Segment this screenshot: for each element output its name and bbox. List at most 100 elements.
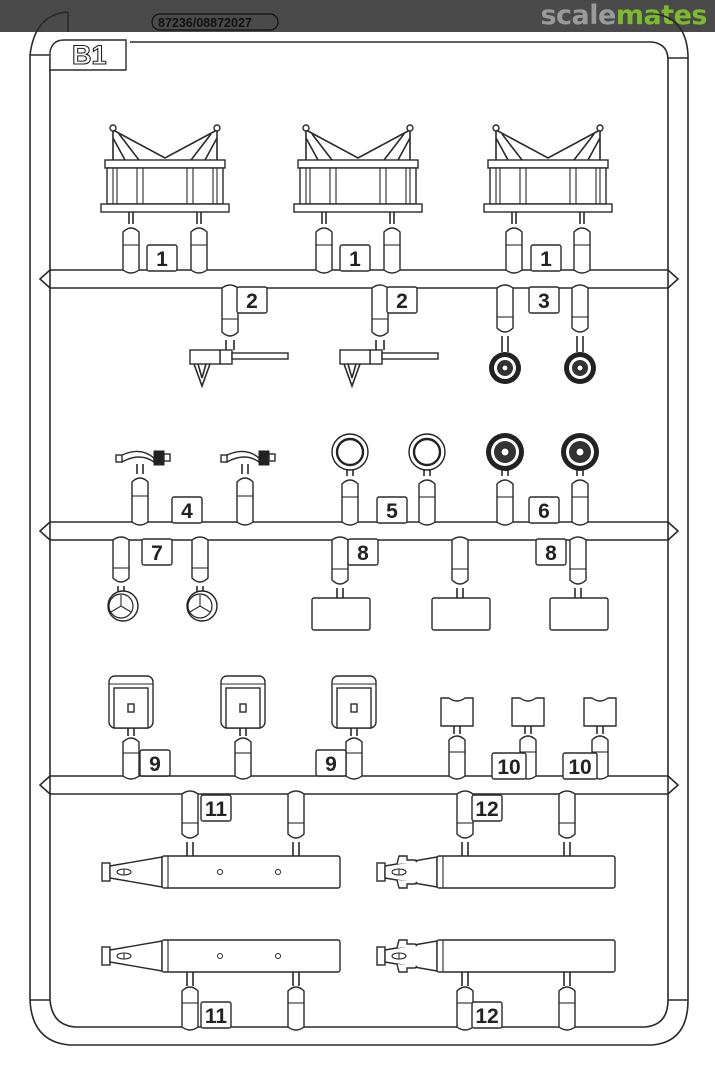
part-9-seat — [220, 675, 266, 780]
part-number-box — [139, 749, 171, 777]
gate-stub — [190, 227, 208, 274]
part-code-pill — [151, 13, 279, 31]
gate-stub — [418, 479, 436, 526]
part-number-box — [471, 1001, 503, 1029]
gate-connector — [186, 972, 194, 986]
part-5-ring — [408, 433, 446, 526]
part-6-wheel — [561, 433, 599, 526]
gate-stub — [315, 227, 333, 274]
gate-connector — [292, 842, 300, 856]
gate-stub — [558, 790, 576, 839]
gate-stub — [131, 477, 149, 526]
gate-connector — [292, 972, 300, 986]
part-number-label: 10 — [491, 752, 527, 780]
part-number: 11 — [205, 1005, 228, 1028]
part-number-box — [530, 244, 562, 272]
part-number-label: 1 — [530, 244, 562, 272]
part-code: 87236/08872027 — [158, 16, 252, 30]
part-number: 11 — [205, 798, 228, 821]
part-number-label: 8 — [535, 538, 567, 566]
gate-stub — [236, 477, 254, 526]
part-number-label: 11 — [200, 1001, 232, 1029]
part-number-box — [200, 1001, 232, 1029]
gate-connector — [563, 842, 571, 856]
part-number-box — [200, 794, 232, 822]
part-number-box — [386, 286, 418, 314]
part-number: 8 — [545, 542, 557, 565]
part-11-fuel-tank — [101, 855, 341, 889]
gate-connector — [186, 842, 194, 856]
part-12-bomb — [376, 939, 616, 973]
part-number-box — [491, 752, 527, 780]
gate-stub — [569, 536, 587, 585]
gate-stub — [571, 284, 589, 333]
gate-stub — [571, 479, 589, 526]
part-12-bomb — [376, 855, 616, 889]
gate-stub — [181, 986, 199, 1031]
brand-logo-part1: scale — [540, 0, 616, 31]
part-number: 2 — [246, 290, 258, 313]
part-number-label: 8 — [347, 538, 379, 566]
part-number-label: 10 — [562, 752, 598, 780]
part-number-box — [562, 752, 598, 780]
gate-stub — [331, 536, 349, 585]
gate-stub — [345, 737, 363, 780]
part-number: 2 — [396, 290, 408, 313]
part-number: 7 — [151, 542, 163, 565]
part-number-label: 6 — [528, 496, 560, 524]
gate-stub — [122, 227, 140, 274]
part-3-wheel — [489, 284, 521, 384]
gate-stub — [191, 536, 209, 583]
part-number-label: 2 — [386, 286, 418, 314]
part-number: 12 — [475, 798, 498, 821]
gate-stub — [371, 284, 389, 337]
part-1-platform — [293, 124, 423, 274]
gate-stub — [573, 227, 591, 274]
gate-stub — [181, 790, 199, 839]
part-number: 12 — [475, 1005, 498, 1028]
part-9-seat — [108, 675, 154, 780]
part-number-label: 4 — [171, 496, 203, 524]
gate-connector — [461, 972, 469, 986]
part-number-label: 12 — [471, 1001, 503, 1029]
part-number-label: 7 — [141, 538, 173, 566]
part-8-plate — [311, 536, 371, 631]
part-number-box — [171, 496, 203, 524]
part-number: 6 — [538, 500, 550, 523]
part-5-ring — [331, 433, 369, 526]
brand-logo[interactable]: scalemates — [540, 0, 707, 32]
part-2-bracket — [339, 284, 439, 389]
part-number-label: 9 — [315, 749, 347, 777]
part-number-box — [528, 286, 560, 314]
part-number-label: 3 — [528, 286, 560, 314]
part-number-box — [146, 244, 178, 272]
part-number-label: 5 — [376, 496, 408, 524]
header-bar: scalemates — [0, 0, 715, 32]
part-number: 9 — [325, 753, 337, 776]
part-1-platform — [483, 124, 613, 274]
part-number: 5 — [386, 500, 398, 523]
part-6-wheel — [486, 433, 524, 526]
part-number-label: 1 — [146, 244, 178, 272]
part-10-block — [440, 697, 474, 780]
part-number-box — [535, 538, 567, 566]
gate-stub — [221, 284, 239, 337]
sprue-frame — [29, 11, 689, 1046]
part-number: 10 — [497, 756, 520, 779]
part-number: 4 — [181, 500, 193, 523]
part-number-label: 12 — [471, 794, 503, 822]
gate-stub — [341, 479, 359, 526]
part-4-fitting — [220, 450, 276, 526]
gate-stub — [456, 790, 474, 839]
part-number: 8 — [357, 542, 369, 565]
gate-stub — [112, 536, 130, 583]
gate-stub — [558, 986, 576, 1031]
gate-stub — [448, 735, 466, 780]
part-number-label: 2 — [236, 286, 268, 314]
gate-connector — [563, 972, 571, 986]
part-9-seat — [331, 675, 377, 780]
part-number-label: 11 — [200, 794, 232, 822]
part-7-fan-wheel — [107, 536, 139, 622]
gate-stub — [505, 227, 523, 274]
